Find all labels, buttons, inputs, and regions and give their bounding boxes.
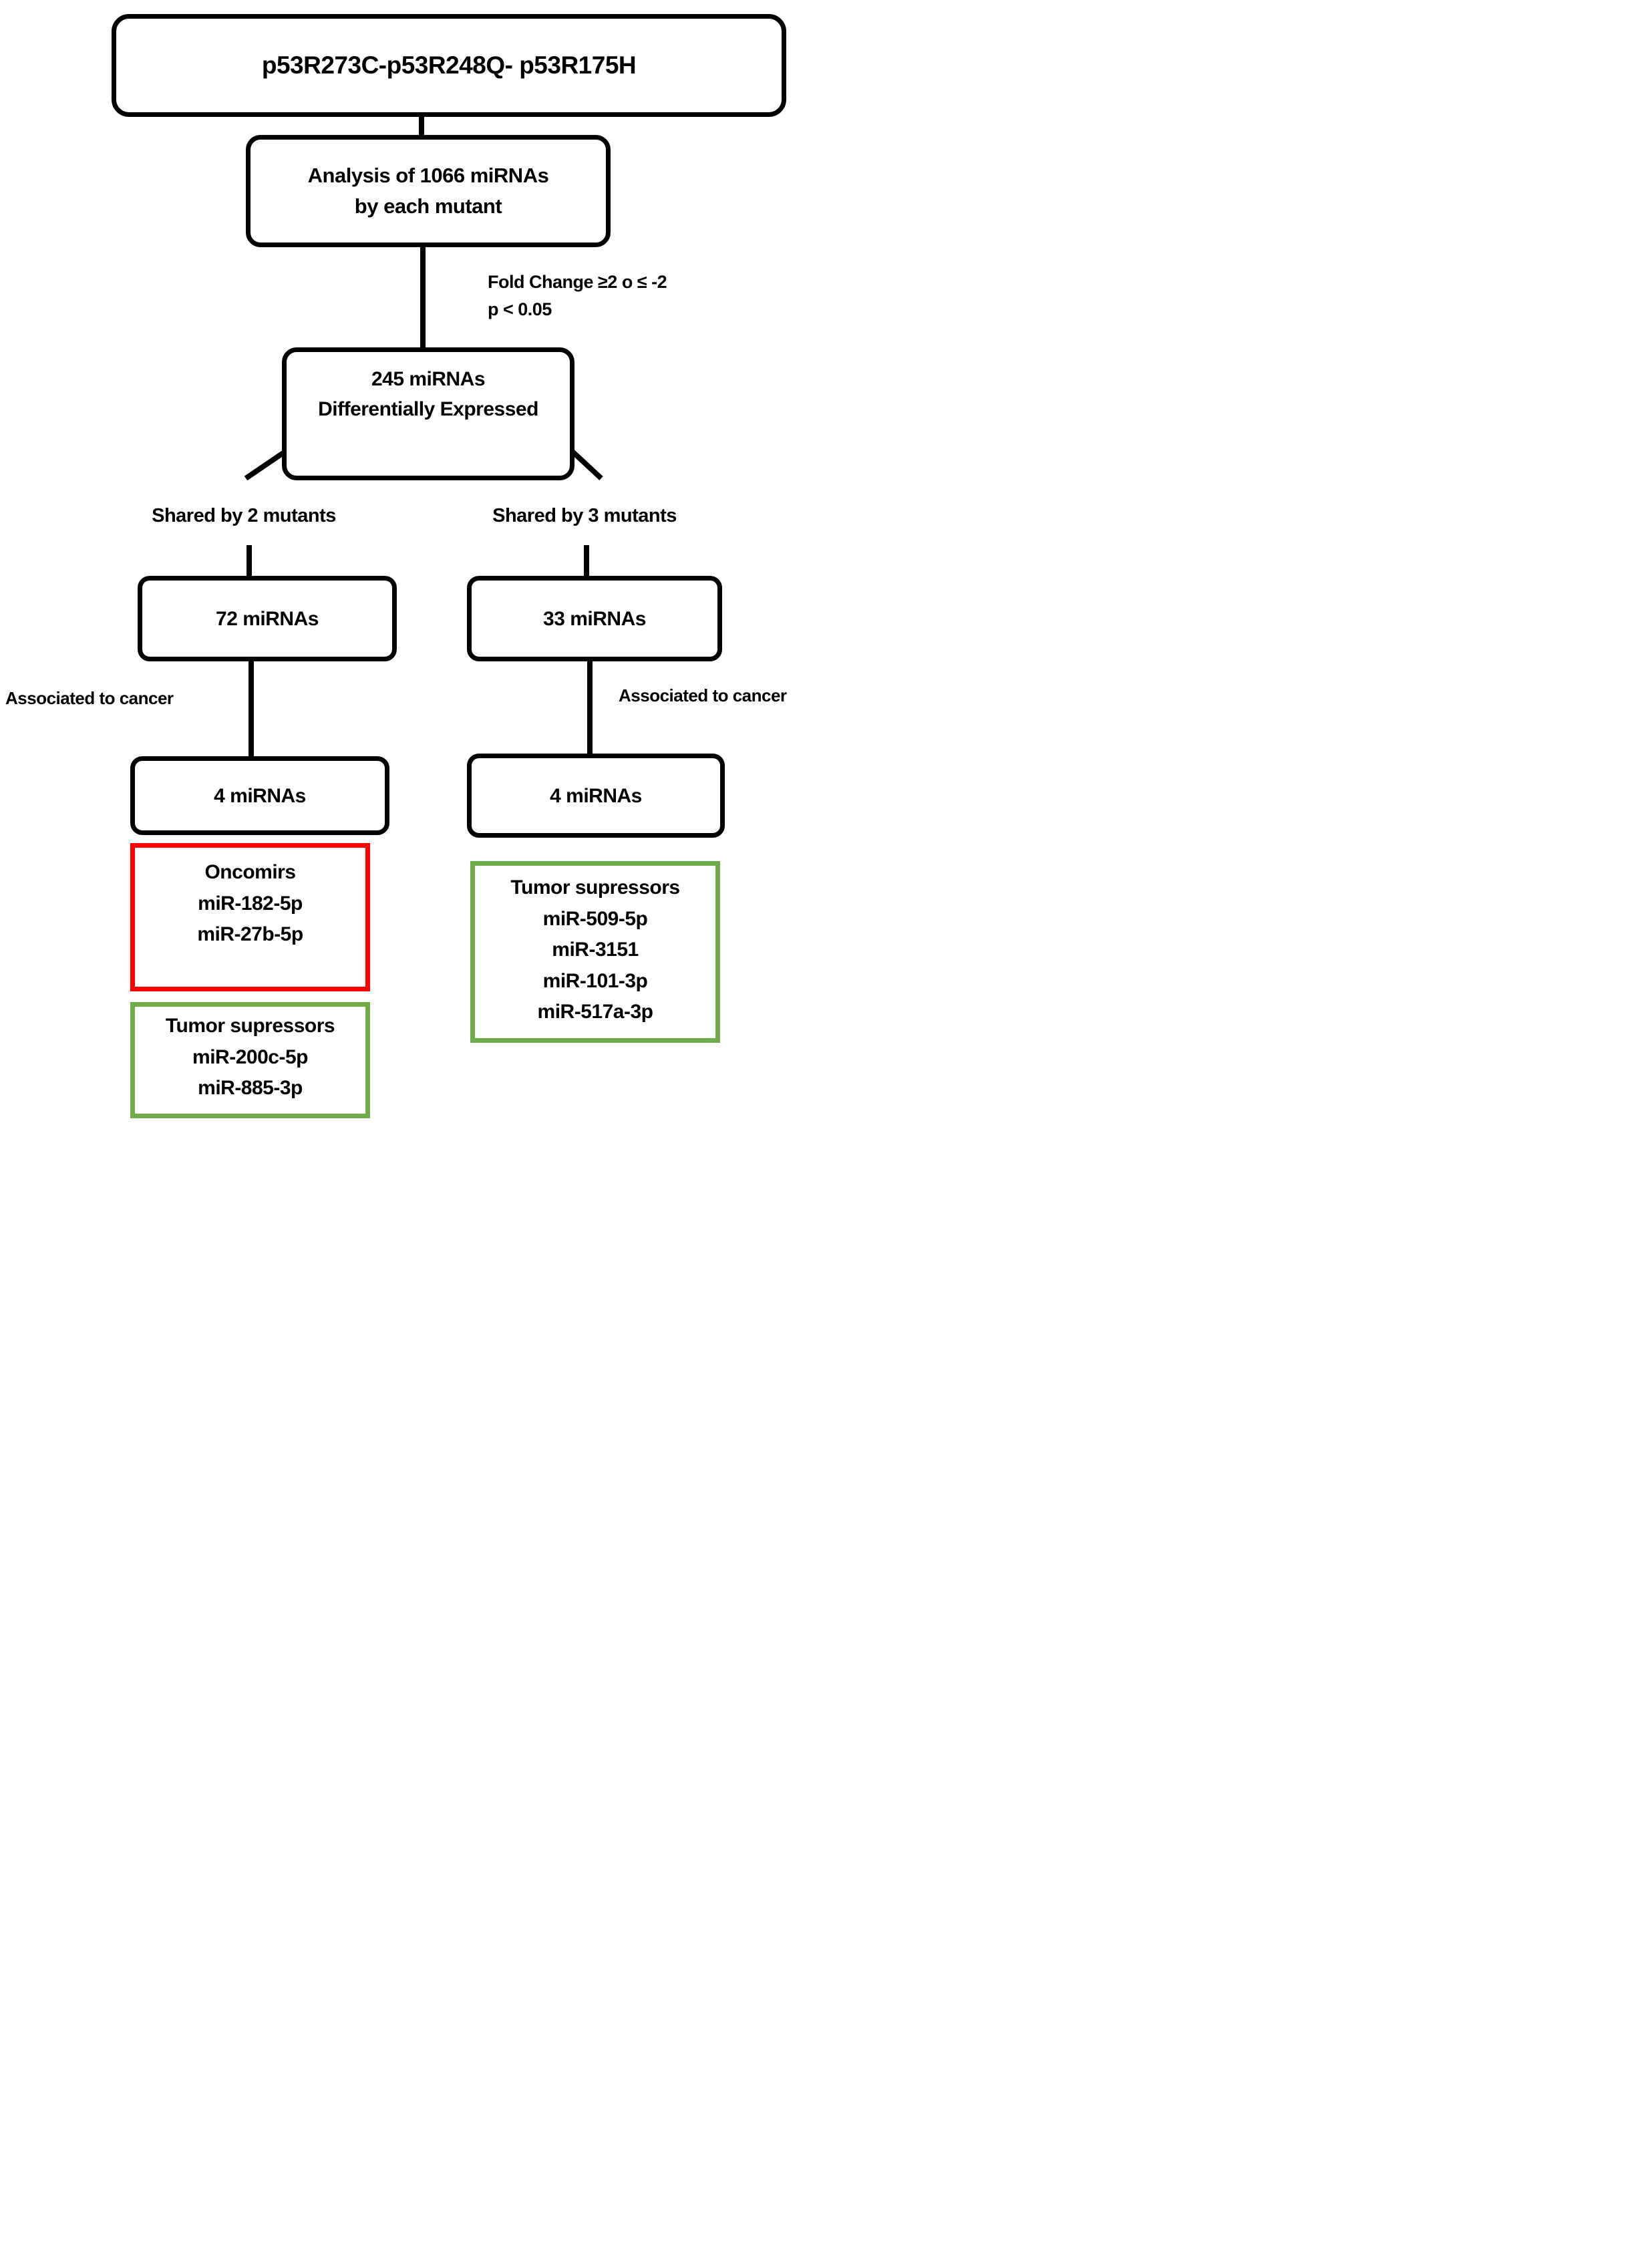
tumor-suppressor-item: miR-885-3p	[198, 1077, 303, 1099]
title-node: p53R273C-p53R248Q- p53R175H	[112, 14, 786, 117]
oncomir-item: miR-27b-5p	[197, 923, 303, 945]
right-assoc-count-node: 4 miRNAs	[467, 754, 725, 838]
left-tumor-suppressors-title: Tumor supressors	[165, 1015, 335, 1037]
tumor-suppressor-item: miR-517a-3p	[537, 1001, 653, 1023]
right-branch-label: Shared by 3 mutants	[492, 505, 677, 526]
filter-criteria-line2: p < 0.05	[488, 299, 552, 319]
right-count-node: 33 miRNAs	[467, 576, 722, 661]
tumor-suppressor-item: miR-200c-5p	[192, 1045, 308, 1068]
analysis-node-line1: Analysis of 1066 miRNAs	[307, 163, 549, 187]
title-node-label: p53R273C-p53R248Q- p53R175H	[261, 51, 637, 79]
de-node-line2: Differentially Expressed	[318, 398, 538, 420]
tumor-suppressor-item: miR-101-3p	[542, 969, 648, 992]
oncomir-item: miR-182-5p	[198, 892, 303, 915]
right-tumor-suppressors-box: Tumor supressors miR-509-5p miR-3151 miR…	[470, 861, 720, 1043]
oncomirs-title: Oncomirs	[204, 861, 296, 883]
filter-criteria-note: Fold Change ≥2 o ≤ -2 p < 0.05	[488, 269, 741, 323]
tumor-suppressor-item: miR-3151	[552, 939, 639, 961]
right-associated-label: Associated to cancer	[619, 685, 787, 705]
right-tumor-suppressors-title: Tumor supressors	[510, 876, 680, 899]
de-node-line1: 245 miRNAs	[371, 368, 486, 390]
differentially-expressed-node: 245 miRNAs Differentially Expressed	[282, 347, 574, 480]
right-count-label: 33 miRNAs	[543, 607, 646, 630]
right-assoc-count-label: 4 miRNAs	[550, 784, 642, 807]
oncomirs-box: Oncomirs miR-182-5p miR-27b-5p	[130, 843, 370, 991]
left-assoc-count-node: 4 miRNAs	[130, 756, 389, 835]
flowchart-canvas: p53R273C-p53R248Q- p53R175H Analysis of …	[0, 0, 825, 1134]
left-count-node: 72 miRNAs	[138, 576, 397, 661]
left-associated-label: Associated to cancer	[5, 688, 174, 708]
left-count-label: 72 miRNAs	[216, 607, 319, 630]
left-tumor-suppressors-box: Tumor supressors miR-200c-5p miR-885-3p	[130, 1002, 370, 1118]
analysis-node: Analysis of 1066 miRNAs by each mutant	[246, 135, 611, 247]
left-assoc-count-label: 4 miRNAs	[214, 784, 306, 807]
analysis-node-line2: by each mutant	[354, 194, 502, 218]
tumor-suppressor-item: miR-509-5p	[542, 907, 648, 930]
left-branch-label: Shared by 2 mutants	[152, 505, 336, 526]
filter-criteria-line1: Fold Change ≥2 o ≤ -2	[488, 272, 667, 292]
